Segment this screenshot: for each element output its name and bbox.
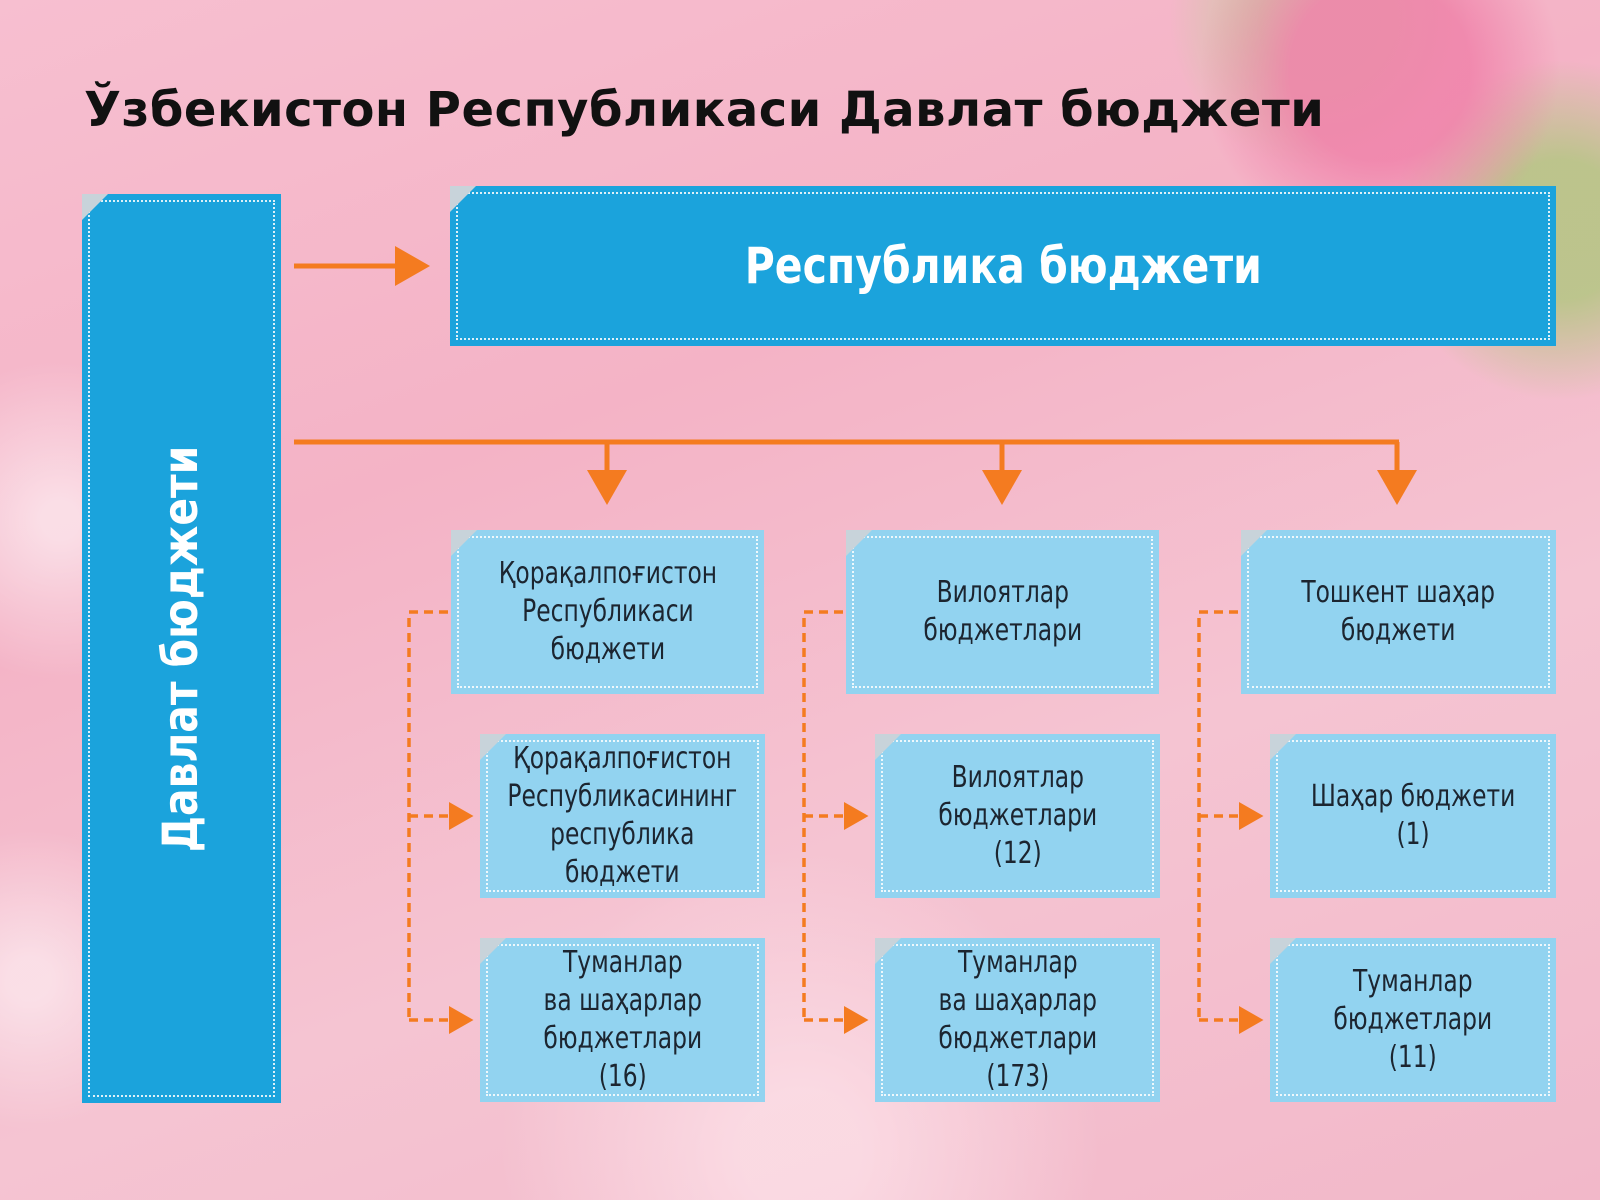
box-text-line: бюджетлари <box>543 1021 702 1056</box>
karakalpakstan-budget-box: Қорақалпоғистон Республикаси бюджети <box>451 530 764 694</box>
box-text-line: (16) <box>598 1059 647 1094</box>
box-text-line: (11) <box>1388 1040 1438 1075</box>
box-text-line: Шаҳар бюджети <box>1310 779 1516 814</box>
branch-connector <box>294 439 1417 505</box>
box-text-line: бюджетлари <box>923 613 1082 648</box>
tashkent-districts-budget-box: Туманлар бюджетлари (11) <box>1270 938 1556 1102</box>
tashkent-districts-budget-text: Туманлар бюджетлари (11) <box>1311 963 1515 1077</box>
regions-districts-budget-box: Туманлар ва шаҳарлар бюджетлари (173) <box>875 938 1160 1102</box>
state-budget-box: Давлат бюджети <box>82 194 281 1103</box>
box-text-line: республика <box>550 817 695 852</box>
page-title: Ўзбекистон Республикаси Давлат бюджети <box>84 82 1325 138</box>
republic-budget-box: Республика бюджети <box>450 186 1556 346</box>
city-budget-text: Шаҳар бюджети (1) <box>1282 778 1544 854</box>
karakalpakstan-budget-text: Қорақалпоғистон Республикаси бюджети <box>468 555 748 669</box>
box-text-line: (1) <box>1396 817 1430 852</box>
republic-budget-label: Республика бюджети <box>744 237 1262 295</box>
regions-budget-box: Вилоятлар бюджетлари <box>846 530 1159 694</box>
box-text-line: бюджети <box>1341 613 1456 648</box>
karakalpakstan-districts-budget-text: Туманлар ва шаҳарлар бюджетлари (16) <box>521 944 725 1096</box>
box-text-line: бюджети <box>565 855 680 890</box>
box-text-line: Вилоятлар <box>951 760 1084 795</box>
tashkent-city-budget-box: Тошкент шаҳар бюджети <box>1241 530 1556 694</box>
box-text-line: Республикасининг <box>507 779 738 814</box>
box-text-line: (173) <box>986 1059 1049 1094</box>
regional-budgets-box: Вилоятлар бюджетлари (12) <box>875 734 1160 898</box>
box-text-line: Қорақалпоғистон <box>498 556 717 591</box>
karakalpakstan-districts-budget-box: Туманлар ва шаҳарлар бюджетлари (16) <box>480 938 765 1102</box>
regions-districts-budget-text: Туманлар ва шаҳарлар бюджетлари (173) <box>916 944 1120 1096</box>
box-text-line: Республикаси <box>521 594 694 629</box>
box-text-line: Туманлар <box>562 945 683 980</box>
box-text-line: Вилоятлар <box>936 575 1069 610</box>
box-text-line: Қорақалпоғистон <box>513 741 732 776</box>
box-text-line: Тошкент шаҳар <box>1301 575 1496 610</box>
box-text-line: Туманлар <box>1353 964 1473 999</box>
box-text-line: Туманлар <box>957 945 1078 980</box>
box-text-line: ва шаҳарлар <box>543 983 702 1018</box>
box-text-line: бюджети <box>550 632 665 667</box>
dashed-connector-col3 <box>1197 610 1264 1034</box>
karakalpakstan-republic-budget-box: Қорақалпоғистон Республикасининг республ… <box>480 734 765 898</box>
city-budget-box: Шаҳар бюджети (1) <box>1270 734 1556 898</box>
box-text-line: бюджетлари <box>938 798 1097 833</box>
box-text-line: (12) <box>993 836 1042 871</box>
karakalpakstan-republic-budget-text: Қорақалпоғистон Республикасининг республ… <box>475 740 770 892</box>
regions-budget-text: Вилоятлар бюджетлари <box>901 574 1105 650</box>
regional-budgets-text: Вилоятлар бюджетлари (12) <box>916 759 1120 873</box>
state-budget-label: Давлат бюджети <box>153 445 210 852</box>
box-text-line: бюджетлари <box>938 1021 1097 1056</box>
tashkent-city-budget-text: Тошкент шаҳар бюджети <box>1274 574 1522 650</box>
box-text-line: ва шаҳарлар <box>938 983 1097 1018</box>
dashed-connector-col2 <box>802 610 869 1034</box>
box-text-line: бюджетлари <box>1333 1002 1493 1037</box>
dashed-connector-col1 <box>407 610 474 1034</box>
